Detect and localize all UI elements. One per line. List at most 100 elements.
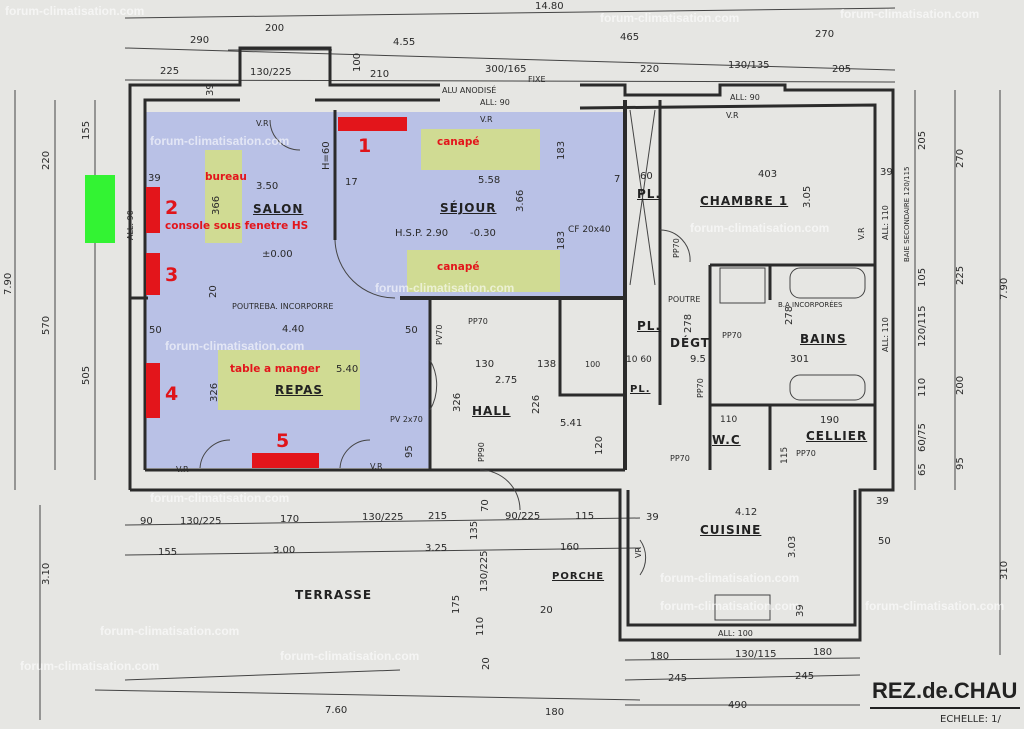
dim: 366: [211, 195, 222, 215]
room-bains: BAINS: [800, 332, 847, 346]
dim: 403: [758, 169, 778, 180]
watermark: forum-climatisation.com: [375, 281, 515, 295]
heater-5: [252, 453, 319, 468]
dim: 105: [917, 267, 928, 287]
dim: 326: [452, 392, 463, 412]
dim: 155: [158, 547, 178, 558]
dim: 17: [345, 177, 358, 188]
dim: POUTRE: [668, 295, 701, 304]
dim: 138: [537, 359, 557, 370]
dim: 270: [955, 148, 966, 168]
dim: 5.58: [478, 175, 501, 186]
dim: 326: [209, 382, 220, 402]
dim: BAIE SECONDAIRE 120/115: [903, 166, 911, 262]
dim: 130/115: [735, 649, 777, 660]
heater-label-5: 5: [276, 430, 290, 452]
dim: 505: [81, 365, 92, 385]
watermark: forum-climatisation.com: [600, 11, 740, 25]
heater-label-2: 2: [165, 197, 179, 219]
dim: 5.41: [560, 418, 583, 429]
watermark: forum-climatisation.com: [865, 599, 1005, 613]
dim: 115: [780, 446, 790, 464]
dim: 70: [480, 499, 491, 512]
canape-bottom-label: canapé: [437, 261, 480, 273]
dim: 95: [404, 445, 415, 458]
dim: 180: [650, 651, 670, 662]
room-hall: HALL: [472, 404, 511, 418]
dim: 183: [556, 230, 567, 250]
dim: 65: [917, 463, 928, 476]
dim: 170: [280, 514, 300, 525]
canape-top-label: canapé: [437, 136, 480, 148]
dim: 205: [832, 64, 852, 75]
room-placard-1: PL.: [637, 187, 661, 201]
dim: H=60: [321, 141, 332, 170]
dim: 7.90: [999, 277, 1010, 300]
room-sejour: SÉJOUR: [440, 201, 497, 215]
dim: 60/75: [917, 423, 928, 452]
dim: V.R: [480, 115, 493, 124]
dim: 90/225: [505, 511, 541, 522]
watermark: forum-climatisation.com: [150, 491, 290, 505]
heater-label-3: 3: [165, 264, 179, 286]
dim: 220: [640, 64, 660, 75]
dim: 120: [594, 435, 605, 455]
dim: 20: [540, 605, 553, 616]
dim: 270: [815, 29, 835, 40]
dim: 210: [370, 69, 390, 80]
heater-1: [338, 117, 407, 131]
dim: 245: [668, 673, 688, 684]
dim: 4.12: [735, 507, 758, 518]
dim: V.R: [176, 465, 189, 474]
dim: ALL: 90: [126, 210, 135, 240]
watermark: forum-climatisation.com: [660, 571, 800, 585]
heater-label-4: 4: [165, 383, 179, 405]
dim: 115: [575, 511, 595, 522]
heater-4: [146, 363, 160, 418]
watermark: forum-climatisation.com: [840, 7, 980, 21]
watermark: forum-climatisation.com: [165, 339, 305, 353]
door-swings: [199, 109, 866, 621]
dim: 490: [728, 700, 748, 711]
dim: 50: [878, 536, 891, 547]
table-zone: [218, 350, 360, 410]
dim: 180: [813, 647, 833, 658]
heater-3: [146, 253, 160, 295]
dim: 290: [190, 35, 210, 46]
dim: 7.90: [3, 272, 14, 295]
dim: ALL: 110: [881, 317, 890, 352]
dim: 5.40: [336, 364, 359, 375]
dim: 7: [614, 174, 621, 185]
dim: 130/225: [479, 550, 490, 592]
dim: VR: [634, 546, 643, 558]
dim: PP90: [477, 442, 486, 462]
dim: 20: [208, 285, 219, 298]
dim: V.R: [256, 119, 269, 128]
bureau-label: bureau: [205, 171, 247, 183]
dim: POUTREBA. INCORPORRE: [232, 302, 334, 311]
dim: V.R: [726, 111, 739, 120]
dim: 130: [475, 359, 495, 370]
dim: 225: [160, 66, 180, 77]
dim: 135: [469, 520, 480, 540]
dim: 4.40: [282, 324, 305, 335]
watermark: forum-climatisation.com: [20, 659, 160, 673]
dim: 310: [999, 560, 1010, 580]
dim: 110: [720, 415, 738, 425]
dim: 3.25: [425, 543, 448, 554]
room-porche: PORCHE: [552, 571, 605, 582]
dim: 10 60: [626, 355, 652, 365]
dim: -0.30: [470, 228, 496, 239]
dim: 130/225: [250, 67, 292, 78]
dim: 7.60: [325, 705, 348, 716]
dim: ALL: 110: [881, 205, 890, 240]
room-repas: REPAS: [275, 383, 324, 397]
room-degt: DÉGT: [670, 336, 710, 350]
dim: 3.05: [802, 185, 813, 208]
dim: B.A INCORPORÉES: [778, 301, 843, 309]
dim: 39: [876, 496, 889, 507]
dim: ±0.00: [262, 249, 293, 260]
dim: 183: [556, 140, 567, 160]
dim: PP70: [468, 317, 488, 326]
dim: H.S.P. 2.90: [395, 228, 449, 239]
